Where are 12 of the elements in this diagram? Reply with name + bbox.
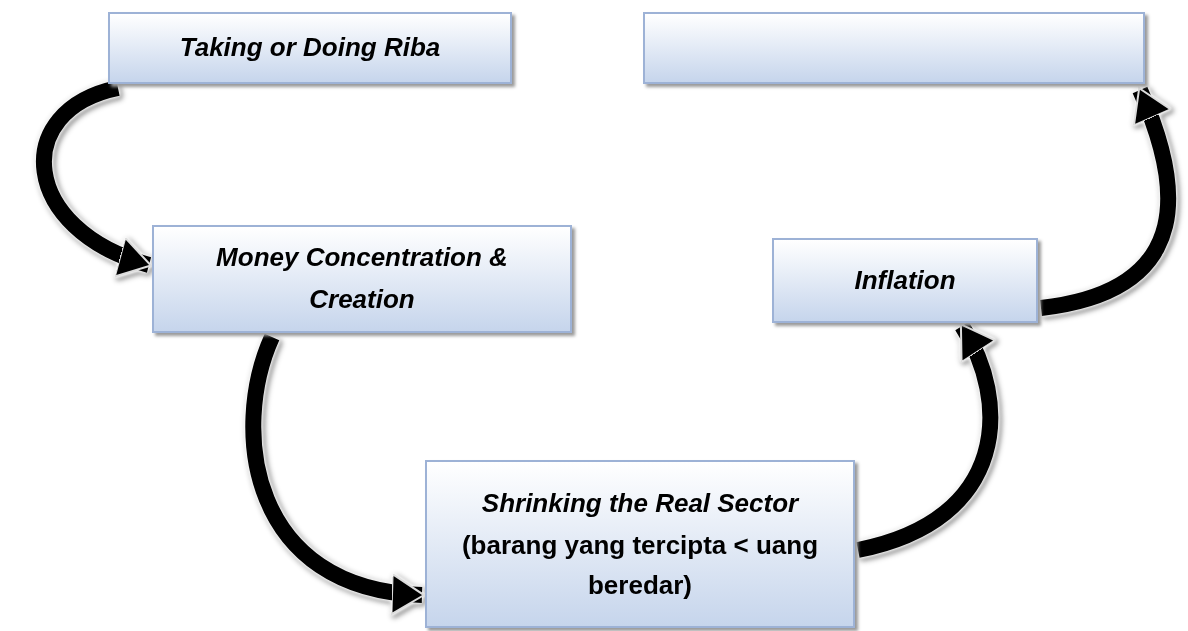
node-label: Money Concentration & Creation [215,241,509,316]
process-box [152,225,572,333]
node-label: Inflation [854,263,956,297]
curved-arrow [245,334,425,613]
process-box [108,12,512,84]
empty-box [643,12,1145,84]
curved-arrow [36,80,152,275]
node-subtext: (barang yang tercipta < uang beredar) [460,528,820,602]
node-label: Taking or Doing Riba [179,31,441,65]
process-box [772,238,1038,323]
process-box [425,460,855,628]
node-label: Shrinking the Real Sector [481,486,799,520]
